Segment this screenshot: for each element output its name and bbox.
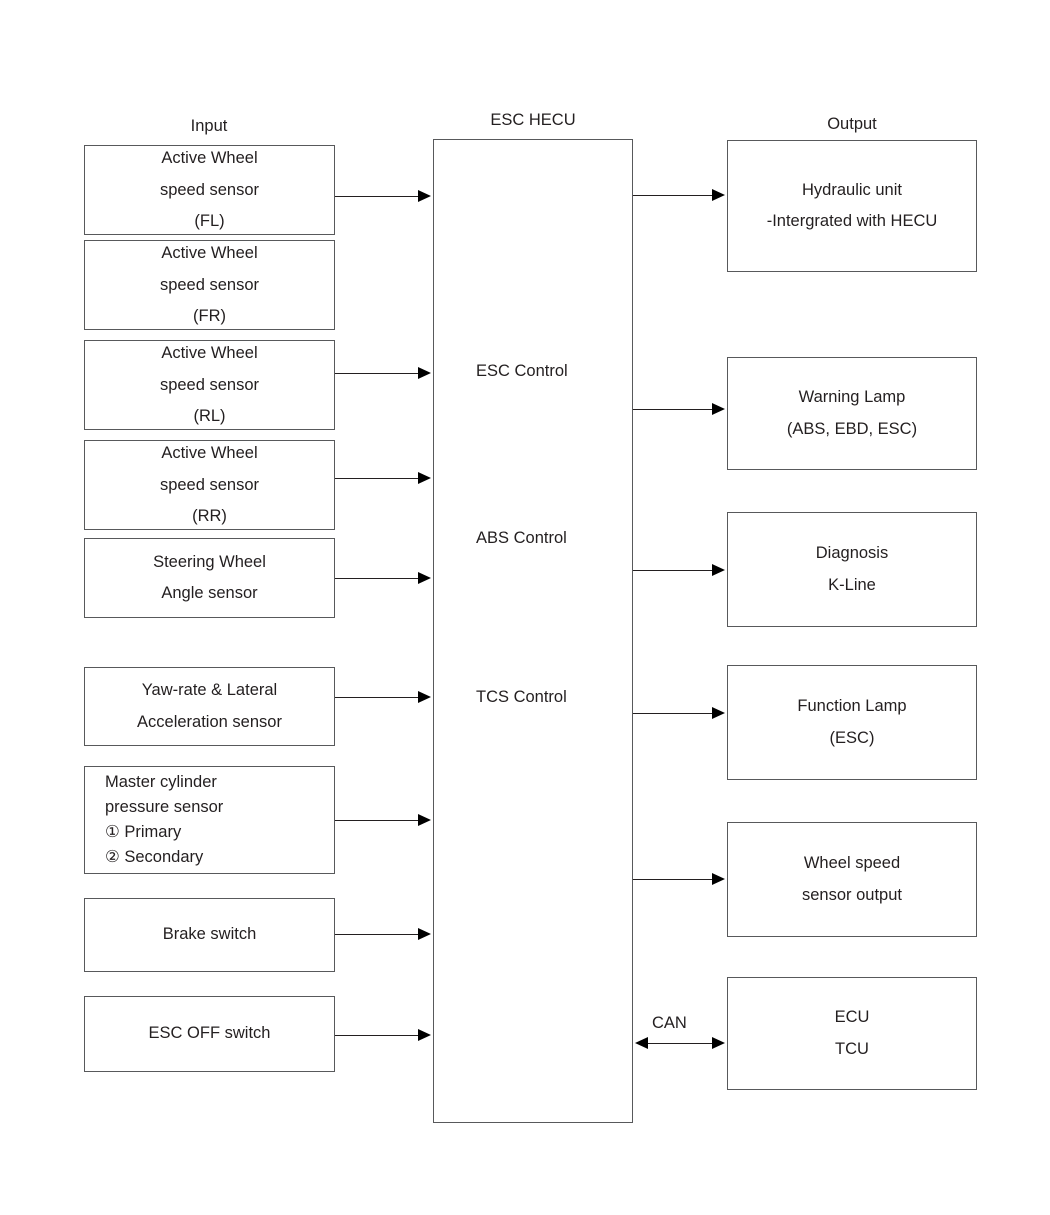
- column-title-output: Output: [827, 115, 877, 133]
- box-line: speed sensor: [159, 475, 260, 494]
- input-box-esc-off-switch: ESC OFF switch: [84, 996, 335, 1072]
- box-line: ① Primary: [105, 823, 182, 841]
- box-line: TCU: [835, 1039, 869, 1058]
- input-box-yaw-rate-lateral-acceleration-sensor: Yaw-rate & Lateral Acceleration sensor: [84, 667, 335, 746]
- arrow-input-brake-switch: [335, 934, 420, 935]
- input-box-wheel-speed-rl: Active Wheel speed sensor (RL): [84, 340, 335, 430]
- arrow-output-hydraulic-unit: [633, 195, 714, 196]
- arrow-output-diagnosis-k-line: [633, 570, 714, 571]
- arrow-head-output-warning-lamp: [712, 403, 725, 415]
- box-line: K-Line: [828, 575, 876, 594]
- arrow-input-master-cylinder: [335, 820, 420, 821]
- box-line: (FL): [194, 211, 225, 230]
- box-line: speed sensor: [159, 375, 260, 394]
- arrow-output-wheel-speed-sensor-output: [633, 879, 714, 880]
- arrow-output-function-lamp: [633, 713, 714, 714]
- arrow-head-can-right: [712, 1037, 725, 1049]
- arrow-output-warning-lamp: [633, 409, 714, 410]
- column-title-input: Input: [190, 117, 228, 135]
- box-line: sensor output: [802, 885, 902, 904]
- box-line: (RR): [192, 506, 227, 525]
- arrow-input-rr: [335, 478, 420, 479]
- box-line: Angle sensor: [161, 584, 258, 602]
- arrow-head-input-master-cylinder: [418, 814, 431, 826]
- box-line: Yaw-rate & Lateral: [141, 681, 278, 700]
- box-line: (FR): [193, 306, 226, 325]
- box-line: ② Secondary: [105, 848, 204, 867]
- arrow-input-steering-angle: [335, 578, 420, 579]
- arrow-input-yaw-rate: [335, 697, 420, 698]
- box-line: Diagnosis: [815, 544, 889, 563]
- box-line: (RL): [193, 406, 226, 425]
- hecu-function-abs-control: ABS Control: [476, 529, 567, 547]
- box-line: Active Wheel: [161, 344, 258, 363]
- arrow-head-input-yaw-rate: [418, 691, 431, 703]
- can-bus-label: CAN: [652, 1014, 687, 1032]
- box-line: speed sensor: [159, 180, 260, 199]
- input-box-brake-switch: Brake switch: [84, 898, 335, 972]
- box-line: Acceleration sensor: [137, 712, 282, 731]
- output-box-function-lamp: Function Lamp (ESC): [727, 665, 977, 780]
- arrow-head-output-function-lamp: [712, 707, 725, 719]
- box-line: Active Wheel: [161, 244, 258, 263]
- arrow-head-input-brake-switch: [418, 928, 431, 940]
- box-line: (ESC): [829, 728, 875, 747]
- arrow-head-input-rl: [418, 367, 431, 379]
- box-line: Active Wheel: [161, 149, 258, 168]
- output-box-ecu-tcu: ECU TCU: [727, 977, 977, 1090]
- box-line: Steering Wheel: [153, 552, 266, 571]
- output-box-hydraulic-unit: Hydraulic unit -Intergrated with HECU: [727, 140, 977, 272]
- box-line: Warning Lamp: [798, 388, 906, 407]
- box-line: ECU: [834, 1008, 870, 1027]
- arrow-head-input-esc-off-switch: [418, 1029, 431, 1041]
- box-line: Active Wheel: [161, 444, 258, 463]
- box-line: ESC OFF switch: [148, 1024, 271, 1043]
- input-box-wheel-speed-rr: Active Wheel speed sensor (RR): [84, 440, 335, 530]
- box-line: pressure sensor: [105, 797, 224, 816]
- input-box-master-cylinder-pressure-sensor: Master cylinder pressure sensor ① Primar…: [84, 766, 335, 874]
- hecu-function-tcs-control: TCS Control: [476, 688, 567, 706]
- arrow-head-can-left: [635, 1037, 648, 1049]
- output-box-diagnosis-k-line: Diagnosis K-Line: [727, 512, 977, 627]
- input-box-wheel-speed-fl: Active Wheel speed sensor (FL): [84, 145, 335, 235]
- column-title-esc-hecu: ESC HECU: [490, 111, 576, 129]
- arrow-input-esc-off-switch: [335, 1035, 420, 1036]
- input-box-wheel-speed-fr: Active Wheel speed sensor (FR): [84, 240, 335, 330]
- arrow-head-input-steering-angle: [418, 572, 431, 584]
- box-line: Hydraulic unit: [802, 180, 902, 199]
- arrow-head-output-hydraulic-unit: [712, 189, 725, 201]
- arrow-head-output-wheel-speed-sensor-output: [712, 873, 725, 885]
- output-box-warning-lamp: Warning Lamp (ABS, EBD, ESC): [727, 357, 977, 470]
- arrow-head-input-rr: [418, 472, 431, 484]
- esc-hecu-box: [433, 139, 633, 1123]
- box-line: (ABS, EBD, ESC): [786, 419, 918, 438]
- hecu-function-esc-control: ESC Control: [476, 362, 568, 380]
- box-line: Function Lamp: [797, 697, 907, 716]
- arrow-output-can-bus: [645, 1043, 715, 1044]
- arrow-head-output-diagnosis-k-line: [712, 564, 725, 576]
- arrow-head-input-fl: [418, 190, 431, 202]
- box-line: -Intergrated with HECU: [766, 212, 938, 230]
- output-box-wheel-speed-sensor-output: Wheel speed sensor output: [727, 822, 977, 937]
- box-line: Master cylinder: [105, 772, 217, 791]
- box-line: Brake switch: [162, 925, 257, 944]
- box-line: Wheel speed: [803, 854, 901, 873]
- arrow-input-fl: [335, 196, 420, 197]
- arrow-input-rl: [335, 373, 420, 374]
- input-box-steering-wheel-angle-sensor: Steering Wheel Angle sensor: [84, 538, 335, 618]
- box-line: speed sensor: [159, 275, 260, 294]
